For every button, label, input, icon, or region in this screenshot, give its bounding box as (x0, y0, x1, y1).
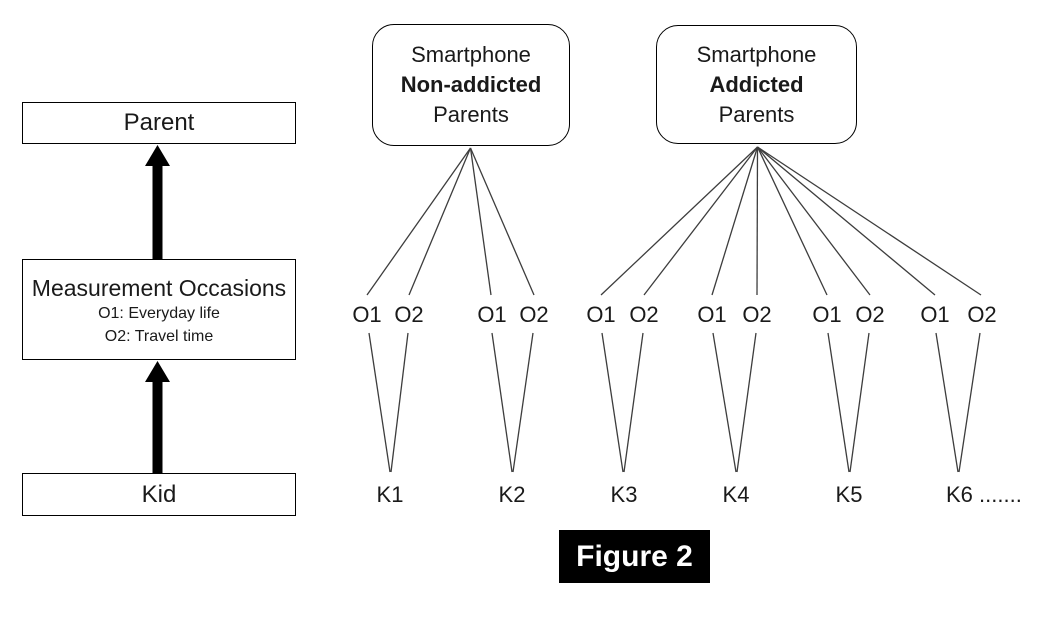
fan-lines-non-addicted (366, 147, 535, 296)
non-addicted-line-3: Parents (433, 102, 509, 127)
measurement-occasion-1-label: O1: Everyday life (98, 304, 220, 322)
connector-line (623, 332, 644, 473)
figure-caption-text: Figure 2 (576, 539, 693, 573)
connector-line (756, 146, 871, 296)
connector-line (491, 332, 513, 473)
parent-box-label: Parent (123, 109, 195, 136)
occasion-label-o2-k1: O2 (394, 302, 424, 327)
addicted-line-1: Smartphone (696, 41, 817, 67)
occasion-label-o1-k2: O1 (477, 302, 507, 327)
fan-lines-addicted (600, 146, 982, 296)
occasion-label-o1-k4: O1 (697, 302, 727, 327)
connector-line (512, 332, 534, 473)
connector-line (756, 146, 759, 296)
occasion-label-o2-k5: O2 (855, 302, 885, 327)
addicted-line-3: Parents (718, 101, 795, 127)
connector-line (958, 332, 981, 473)
connector-line (600, 146, 758, 296)
occasion-label-o1-k6: O1 (920, 302, 950, 327)
connector-line (849, 332, 870, 473)
connector-line (408, 147, 472, 296)
occasion-label-o1-k5: O1 (812, 302, 842, 327)
connector-line (827, 332, 850, 473)
kid-label-k4: K4 (722, 482, 750, 507)
kid-box: Kid (22, 473, 296, 516)
non-addicted-line-2: Non-addicted (400, 72, 542, 97)
addicted-parents-box: Smartphone Addicted Parents (656, 25, 857, 144)
connector-line (757, 146, 982, 296)
occasion-to-kid-lines (368, 332, 981, 473)
connector-line (736, 332, 757, 473)
connector-line (469, 147, 535, 296)
connector-line (601, 332, 624, 473)
connector-line (711, 146, 759, 296)
connector-line (757, 146, 936, 296)
connector-line (643, 146, 759, 296)
connector-line (368, 332, 391, 473)
occasion-label-o2-k2: O2 (519, 302, 549, 327)
kid-label-k2: K2 (498, 482, 526, 507)
connector-line (712, 332, 737, 473)
measurement-occasions-box: Measurement Occasions O1: Everyday life … (22, 259, 296, 360)
occasion-label-o2-k3: O2 (629, 302, 659, 327)
arrow-measurement-to-parent (145, 145, 170, 259)
non-addicted-line-1: Smartphone (411, 42, 531, 67)
connector-line (935, 332, 959, 473)
measurement-occasion-2-label: O2: Travel time (104, 327, 214, 345)
connector-line (469, 147, 492, 296)
arrow-kid-to-measurement (145, 361, 170, 473)
non-addicted-parents-box: Smartphone Non-addicted Parents (372, 24, 570, 146)
kid-label-k1: K1 (376, 482, 404, 507)
addicted-line-2: Addicted (709, 71, 804, 97)
parent-box: Parent (22, 102, 296, 144)
occasion-label-o1-k3: O1 (586, 302, 616, 327)
connector-line (756, 146, 828, 296)
kid-label-k5: K5 (835, 482, 863, 507)
occasion-label-o1-k1: O1 (352, 302, 382, 327)
connector-line (366, 147, 472, 296)
kid-label-k6: K6 ....... (946, 482, 1022, 507)
connector-line (390, 332, 409, 473)
kid-box-label: Kid (141, 480, 177, 508)
figure-caption: Figure 2 (559, 530, 710, 583)
measurement-occasions-title: Measurement Occasions (31, 274, 287, 301)
occasion-label-o2-k4: O2 (742, 302, 772, 327)
kid-label-k3: K3 (610, 482, 638, 507)
occasion-label-o2-k6: O2 (967, 302, 997, 327)
